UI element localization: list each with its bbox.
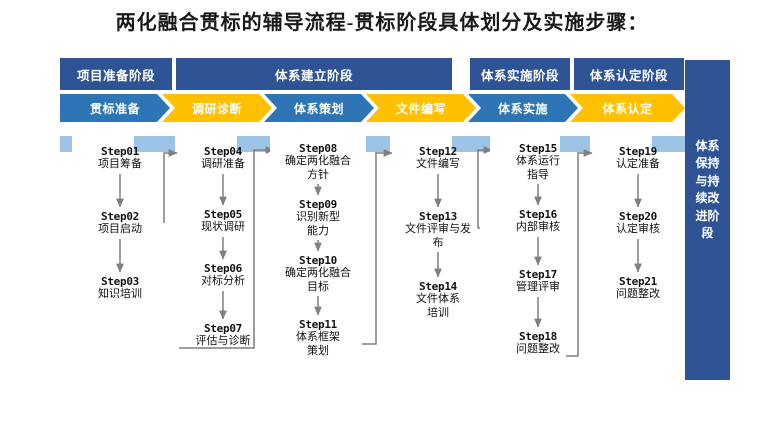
phase-header-row: 项目准备阶段体系建立阶段体系实施阶段体系认定阶段 (0, 58, 764, 90)
step-number: Step17 (519, 268, 557, 281)
step-label: 管理评审 (516, 281, 560, 294)
step-number: Step20 (619, 210, 657, 223)
phase-header-3: 体系实施阶段 (470, 58, 570, 90)
chevron-stage-5: 体系实施 (468, 94, 578, 122)
step-number: Step11 (299, 318, 337, 331)
step-label: 项目启动 (98, 223, 142, 236)
step-label: 知识培训 (98, 288, 142, 301)
chevron-stage-1: 贯标准备 (60, 94, 170, 122)
step-label: 文件编写 (416, 158, 460, 171)
step-label: 问题整改 (616, 288, 660, 301)
bar-notch-5 (490, 136, 560, 152)
bar-notch-3 (270, 136, 366, 152)
phase-header-4: 体系认定阶段 (574, 58, 684, 90)
step-number: Step03 (101, 275, 139, 288)
bar-notch-4 (390, 136, 452, 152)
bar-notch-1 (72, 136, 134, 152)
step-label: 认定审核 (616, 223, 660, 236)
step-number: Step01 (101, 145, 139, 158)
step-number: Step02 (101, 210, 139, 223)
step-number: Step19 (619, 145, 657, 158)
step-label: 认定准备 (616, 158, 660, 171)
step-number: Step10 (299, 254, 337, 267)
bar-notch-6 (590, 136, 652, 152)
step-number: Step18 (519, 330, 557, 343)
sidebar-phase-maintain: 体系 保持 与持 续改 进阶 段 (685, 60, 730, 380)
step-label: 文件评审与发 布 (405, 223, 471, 249)
step-number: Step12 (419, 145, 457, 158)
chevron-stage-3: 体系策划 (264, 94, 374, 122)
chevron-stage-row: 贯标准备调研诊断体系策划文件编写体系实施体系认定 (0, 94, 764, 122)
step-label: 评估与诊断 (195, 335, 251, 348)
step-number: Step13 (419, 210, 457, 223)
step-label: 确定两化融合 目标 (285, 267, 351, 293)
step-number: Step04 (204, 145, 242, 158)
step-number: Step15 (519, 142, 557, 155)
step-label: 文件体系 培训 (416, 293, 460, 319)
phase-header-1: 项目准备阶段 (60, 58, 172, 90)
step-label: 识别新型 能力 (296, 211, 340, 237)
step-label: 对标分析 (201, 275, 245, 288)
step-number: Step08 (299, 142, 337, 155)
step-label: 现状调研 (201, 221, 245, 234)
step-label: 确定两化融合 方针 (285, 155, 351, 181)
step-label: 内部审核 (516, 221, 560, 234)
step-label: 问题整改 (516, 343, 560, 356)
step-number: Step06 (204, 262, 242, 275)
step-number: Step14 (419, 280, 457, 293)
bar-notch-2 (175, 136, 237, 152)
step-label: 体系框架 策划 (296, 331, 340, 357)
phase-header-2: 体系建立阶段 (176, 58, 452, 90)
step-number: Step21 (619, 275, 657, 288)
chevron-stage-4: 文件编写 (366, 94, 476, 122)
step-number: Step16 (519, 208, 557, 221)
step-number: Step05 (204, 208, 242, 221)
step-number: Step07 (204, 322, 242, 335)
step-label: 项目筹备 (98, 158, 142, 171)
page-title: 两化融合贯标的辅导流程-贯标阶段具体划分及实施步骤： (115, 12, 649, 34)
chevron-stage-2: 调研诊断 (162, 94, 272, 122)
step-label: 体系运行 指导 (516, 155, 560, 181)
step-label: 调研准备 (201, 158, 245, 171)
chevron-stage-6: 体系认定 (570, 94, 685, 122)
step-number: Step09 (299, 198, 337, 211)
